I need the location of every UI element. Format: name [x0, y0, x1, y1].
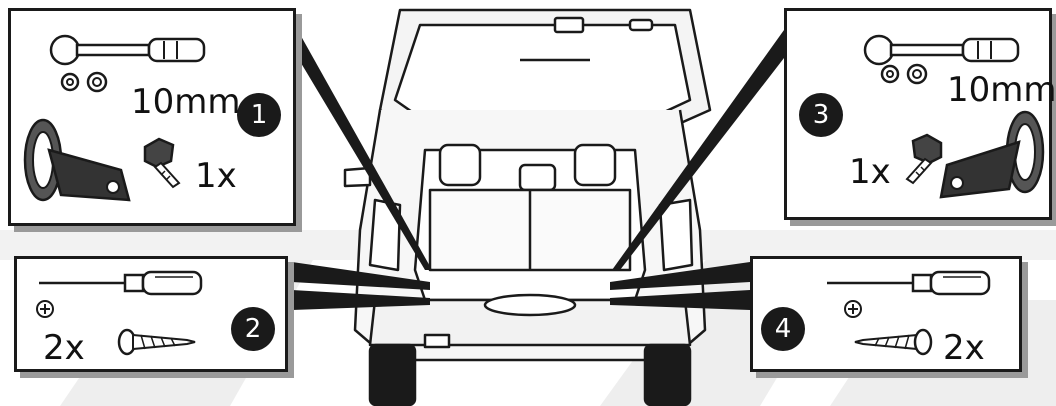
- callout-panel-2: 2x 2: [14, 256, 288, 372]
- step-badge: 3: [799, 93, 843, 137]
- socket-size-label: 10mm: [947, 73, 1056, 107]
- ratchet-wrench-icon: [49, 33, 209, 67]
- quantity-label: 1x: [849, 155, 891, 189]
- step-badge: 1: [237, 93, 281, 137]
- socket-icon: [59, 71, 113, 93]
- callout-panel-1: 10mm 1 1x: [8, 8, 296, 226]
- towing-eye-bracket-icon: [21, 115, 141, 215]
- phillips-screwdriver-icon: [823, 269, 993, 297]
- quantity-label: 2x: [943, 331, 985, 365]
- callout-panel-4: 4 2x: [750, 256, 1022, 372]
- phillips-head-icon: [843, 299, 863, 319]
- towing-eye-bracket-icon: [937, 107, 1047, 211]
- quantity-label: 1x: [195, 159, 237, 193]
- phillips-screwdriver-icon: [35, 269, 205, 297]
- ratchet-wrench-icon: [863, 33, 1023, 67]
- step-badge: 2: [231, 307, 275, 351]
- callout-panel-3: 10mm 3 1x: [784, 8, 1052, 220]
- self-tapping-screw-icon: [117, 327, 197, 357]
- self-tapping-screw-icon: [853, 327, 933, 357]
- socket-size-label: 10mm: [131, 85, 241, 119]
- quantity-label: 2x: [43, 331, 85, 365]
- step-badge: 4: [761, 307, 805, 351]
- flange-bolt-icon: [139, 137, 187, 189]
- socket-icon: [879, 63, 933, 85]
- phillips-head-icon: [35, 299, 55, 319]
